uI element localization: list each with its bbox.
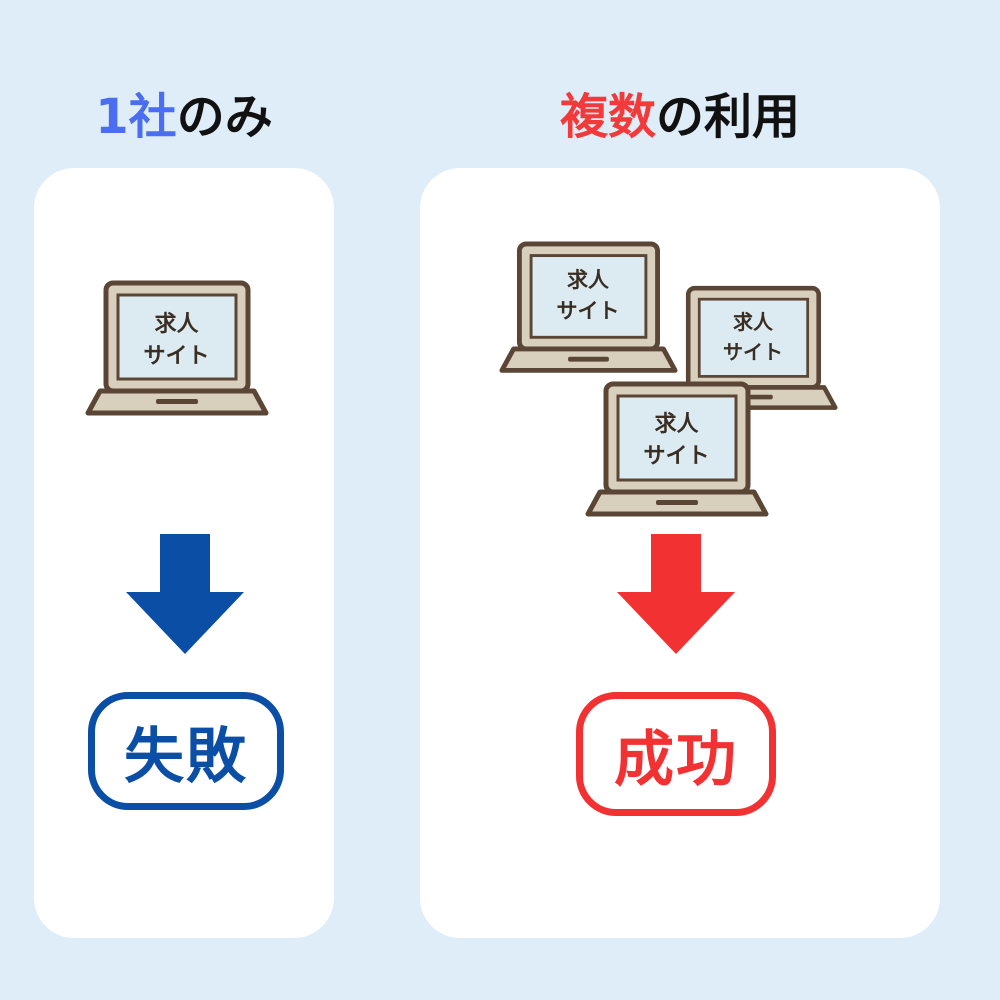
laptop-label-line2: サイト: [643, 444, 710, 469]
laptop-label-line1: 求人: [654, 412, 699, 437]
heading-multiple-sites: 複数の利用: [420, 82, 940, 152]
arrow-down-icon: [126, 534, 244, 654]
result-success-badge: 成功: [576, 692, 776, 816]
laptop-icon: 求人 サイト: [498, 238, 678, 386]
laptop-label-line2: サイト: [723, 340, 783, 364]
heading-rest: のみ: [176, 89, 273, 145]
heading-single-site: 1社のみ: [34, 82, 334, 152]
laptop-icon: 求人 サイト: [84, 278, 269, 428]
multiple-sites-panel: 求人 サイト 求人 サイト 求人 サイト 成功: [420, 168, 940, 938]
single-site-panel: 求人 サイト 失敗: [34, 168, 334, 938]
arrow-down-icon: [617, 534, 735, 654]
heading-accent: 1社: [95, 89, 177, 145]
laptop-label-line1: 求人: [154, 312, 199, 337]
heading-accent: 複数: [559, 89, 656, 145]
laptop-label-line2: サイト: [556, 299, 620, 323]
laptop-label-line2: サイト: [143, 344, 210, 369]
heading-rest: の利用: [656, 89, 801, 145]
laptop-label-line1: 求人: [567, 268, 609, 292]
laptop-icon: 求人 サイト: [584, 378, 769, 530]
laptop-label-line1: 求人: [733, 310, 773, 334]
result-failure-badge: 失敗: [88, 692, 284, 810]
